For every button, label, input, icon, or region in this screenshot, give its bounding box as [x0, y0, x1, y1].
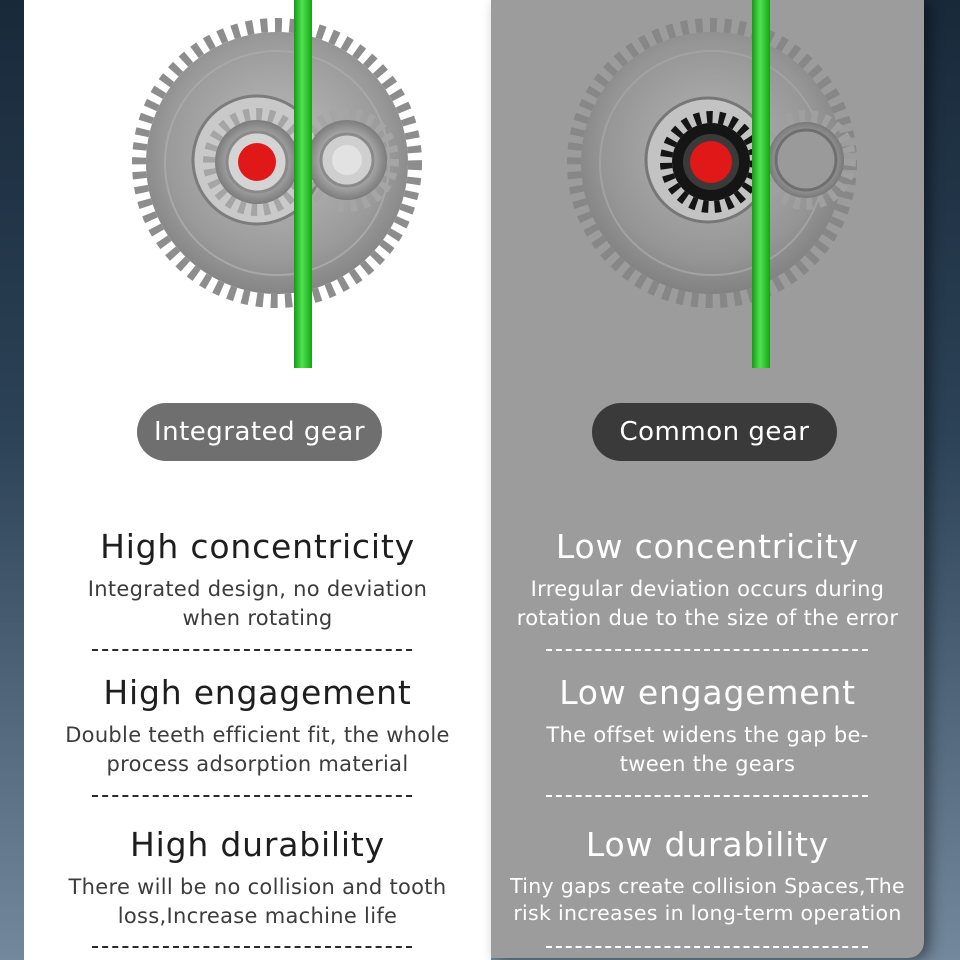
- common-gear-label: Common gear: [592, 403, 837, 461]
- feature-high-engagement: High engagement Double teeth efficient f…: [24, 673, 491, 779]
- feature-low-engagement: Low engagement The offset widens the gap…: [491, 673, 924, 779]
- feature-title: Low concentricity: [555, 527, 860, 566]
- dashed-divider: [92, 795, 412, 797]
- feature-title: Low durability: [585, 825, 830, 864]
- feature-description: Double teeth efficient fit, the whole pr…: [65, 723, 450, 776]
- feature-description: Tiny gaps create collision Spaces,The ri…: [510, 874, 905, 925]
- dashed-divider: [546, 795, 868, 797]
- integrated-gear-illustration: [24, 0, 491, 380]
- integrated-gear-panel: Integrated gear High concentricity Integ…: [24, 0, 491, 960]
- feature-low-concentricity: Low concentricity Irregular deviation oc…: [491, 527, 924, 633]
- dashed-divider: [546, 649, 868, 651]
- feature-title: High durability: [130, 825, 385, 864]
- feature-high-concentricity: High concentricity Integrated design, no…: [24, 527, 491, 633]
- feature-title: High concentricity: [100, 527, 415, 566]
- feature-description: Integrated design, no deviation when rot…: [87, 577, 428, 630]
- dashed-divider: [92, 649, 412, 651]
- feature-title: Low engagement: [559, 673, 856, 712]
- dashed-divider: [92, 946, 412, 948]
- feature-title: High engagement: [103, 673, 412, 712]
- feature-description: The offset widens the gap be- tween the …: [546, 723, 869, 776]
- integrated-gear-label: Integrated gear: [137, 403, 382, 461]
- common-gear-illustration: [491, 0, 924, 380]
- feature-high-durability: High durability There will be no collisi…: [24, 825, 491, 931]
- feature-description: Irregular deviation occurs during rotati…: [516, 577, 899, 630]
- common-gear-panel: Common gear Low concentricity Irregular …: [491, 0, 924, 958]
- dashed-divider: [546, 946, 868, 948]
- feature-low-durability: Low durability Tiny gaps create collisio…: [491, 825, 924, 927]
- feature-description: There will be no collision and tooth los…: [68, 875, 447, 928]
